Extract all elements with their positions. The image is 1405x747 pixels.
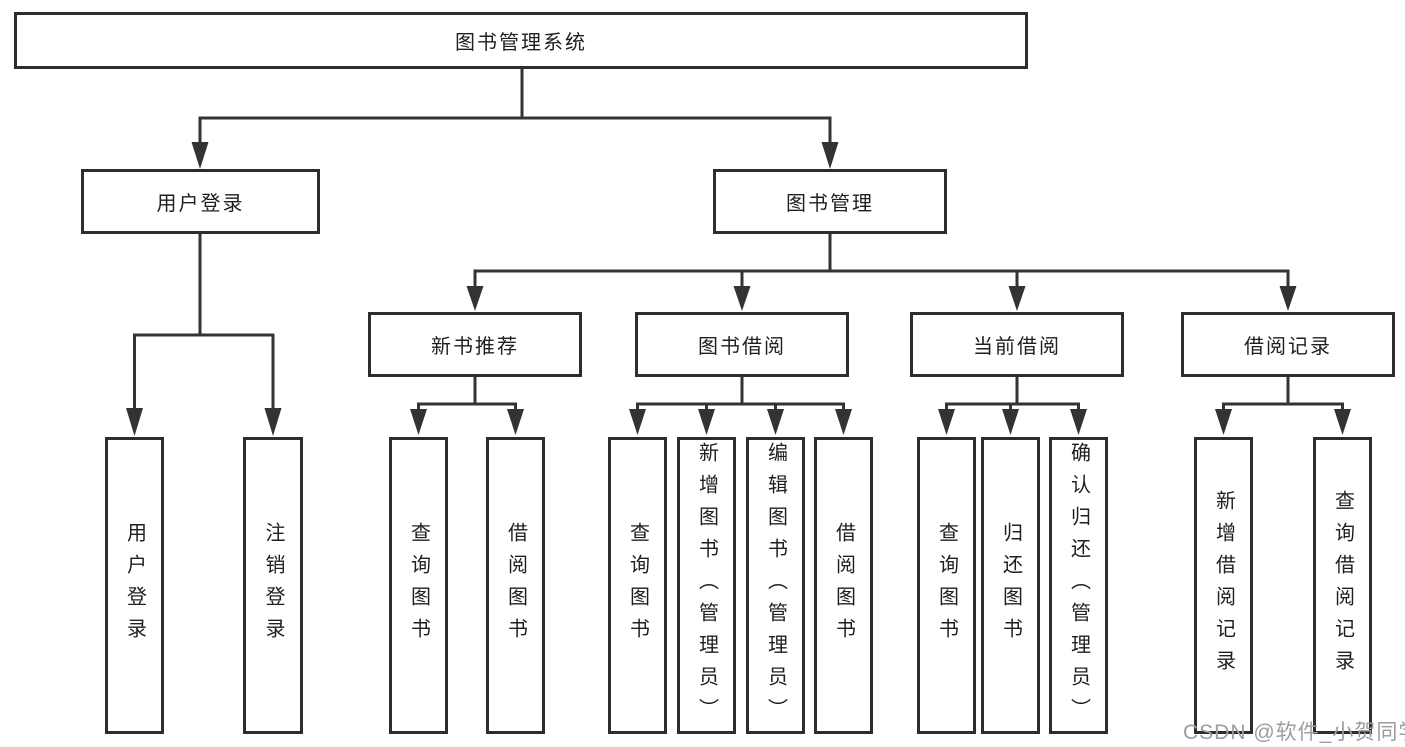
node-label: 用户登录 bbox=[156, 193, 245, 215]
node-leaf-borrow-books: 借阅图书 bbox=[814, 437, 873, 734]
node-leaf-user-login: 用户登录 bbox=[105, 437, 164, 734]
node-user-login: 用户登录 bbox=[81, 169, 320, 234]
node-label: 图书管理 bbox=[786, 193, 874, 215]
node-label: 借阅记录 bbox=[1244, 336, 1332, 358]
connector-book-management-to-level3 bbox=[466, 233, 1297, 311]
node-leaf-edit-book-admin: 编辑图书（管理员） bbox=[746, 437, 805, 734]
node-label: 编辑图书（管理员） bbox=[764, 441, 787, 730]
watermark: CSDN @软件_小贺同学 bbox=[1183, 721, 1405, 744]
node-book-management: 图书管理 bbox=[713, 169, 947, 234]
node-leaf-add-borrow-record: 新增借阅记录 bbox=[1194, 437, 1253, 734]
node-label: 查询图书 bbox=[407, 521, 430, 650]
node-book-borrow: 图书借阅 bbox=[635, 312, 849, 377]
node-label: 当前借阅 bbox=[973, 336, 1061, 358]
node-current-borrow: 当前借阅 bbox=[910, 312, 1124, 377]
node-label: 借阅图书 bbox=[504, 521, 527, 650]
connector-book-borrow-to-children bbox=[629, 377, 852, 435]
node-label: 归还图书 bbox=[999, 521, 1022, 650]
node-new-book-recommend: 新书推荐 bbox=[368, 312, 582, 377]
node-leaf-query-books-current: 查询图书 bbox=[917, 437, 976, 734]
node-leaf-query-books-recommend: 查询图书 bbox=[389, 437, 448, 734]
node-label: 借阅图书 bbox=[832, 521, 855, 650]
node-root-library-system: 图书管理系统 bbox=[14, 12, 1028, 69]
node-label: 查询图书 bbox=[626, 521, 649, 650]
node-label: 新增图书（管理员） bbox=[695, 441, 718, 730]
node-label: 图书借阅 bbox=[698, 336, 786, 358]
connector-borrow-records-to-children bbox=[1215, 377, 1351, 435]
node-leaf-add-book-admin: 新增图书（管理员） bbox=[677, 437, 736, 734]
connector-new-book-recommend-to-children bbox=[410, 377, 524, 435]
connector-current-borrow-to-children bbox=[938, 377, 1087, 435]
connector-user-login-to-children bbox=[126, 233, 282, 436]
node-label: 用户登录 bbox=[123, 521, 146, 650]
node-leaf-confirm-return-admin: 确认归还（管理员） bbox=[1049, 437, 1108, 734]
node-leaf-logout: 注销登录 bbox=[243, 437, 303, 734]
node-label: 查询图书 bbox=[935, 521, 958, 650]
node-label: 新增借阅记录 bbox=[1212, 489, 1235, 682]
node-leaf-return-books: 归还图书 bbox=[981, 437, 1040, 734]
node-leaf-query-borrow-record: 查询借阅记录 bbox=[1313, 437, 1372, 734]
node-leaf-query-books-borrow: 查询图书 bbox=[608, 437, 667, 734]
node-label: 确认归还（管理员） bbox=[1067, 441, 1090, 730]
node-label: 查询借阅记录 bbox=[1331, 489, 1354, 682]
node-label: 注销登录 bbox=[262, 521, 284, 650]
node-leaf-borrow-books-recommend: 借阅图书 bbox=[486, 437, 545, 734]
node-label: 图书管理系统 bbox=[455, 32, 587, 54]
node-borrow-records: 借阅记录 bbox=[1181, 312, 1395, 377]
connector-root-to-level2 bbox=[191, 69, 839, 169]
node-label: 新书推荐 bbox=[431, 336, 519, 358]
